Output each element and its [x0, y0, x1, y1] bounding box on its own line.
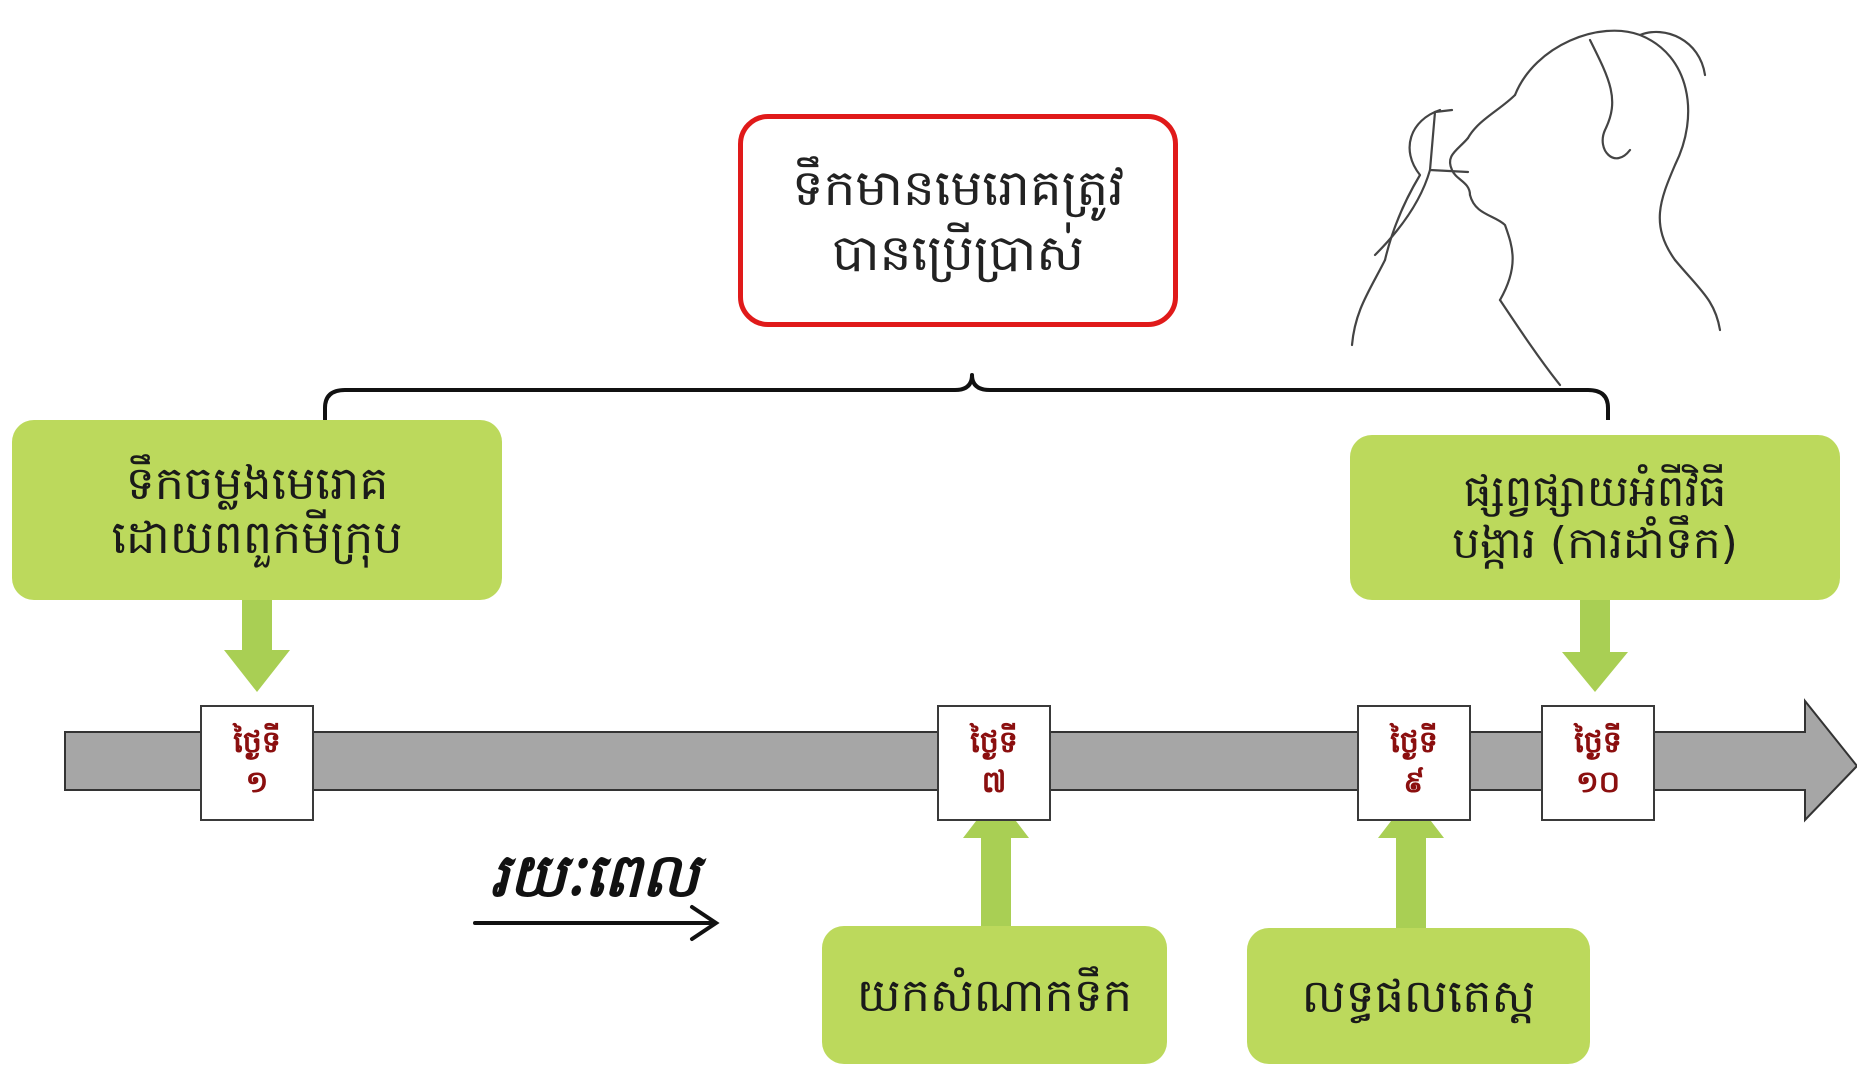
- day-7-number: ៧: [981, 765, 1007, 800]
- day-1-number: ១: [245, 765, 269, 800]
- day-marker-1: ថ្ងៃទី ១: [200, 705, 314, 821]
- prevention-advice-box: ផ្សព្វផ្សាយអំពីវិធី បង្ការ (ការដាំទឹក): [1350, 435, 1840, 600]
- day-7-label: ថ្ងៃទី: [970, 724, 1018, 760]
- arrow-down-day1: [224, 600, 290, 692]
- arrow-down-day10: [1562, 600, 1628, 692]
- day-marker-9: ថ្ងៃទី ៩: [1357, 705, 1471, 821]
- day-10-label: ថ្ងៃទី: [1574, 724, 1622, 760]
- day-9-number: ៩: [1403, 765, 1425, 800]
- results-label: លទ្ធផលតេស្ត: [1301, 968, 1536, 1023]
- red-box-line1: ទឹកមានមេរោគត្រូវ: [791, 158, 1125, 217]
- arrow-up-day7: [963, 795, 1029, 928]
- person-drinking-icon: [1350, 29, 1722, 387]
- red-box-line2: បានប្រើប្រាស់: [832, 223, 1084, 282]
- time-period-label: រយៈពេល: [490, 841, 699, 911]
- day-10-number: ១០: [1576, 765, 1620, 800]
- time-direction-arrow: [473, 905, 720, 941]
- contaminated-water-used-box: ទឹកមានមេរោគត្រូវ បានប្រើប្រាស់: [738, 114, 1178, 327]
- day-1-label: ថ្ងៃទី: [233, 724, 281, 760]
- contamination-line1: ទឹកចម្លងមេរោគ: [125, 455, 389, 510]
- advice-line1: ផ្សព្វផ្សាយអំពីវិធី: [1463, 465, 1727, 517]
- advice-line2: បង្ការ (ការដាំទឹក): [1452, 517, 1738, 569]
- day-marker-7: ថ្ងៃទី ៧: [937, 705, 1051, 821]
- contamination-line2: ដោយពពួកមីក្រុប: [111, 510, 403, 564]
- test-results-box: លទ្ធផលតេស្ត: [1247, 928, 1590, 1064]
- day-marker-10: ថ្ងៃទី ១០: [1541, 705, 1655, 821]
- water-sampling-box: យកសំណាកទឹក: [822, 926, 1167, 1064]
- sampling-label: យកសំណាកទឹក: [856, 967, 1133, 1022]
- period-brace: [323, 373, 1610, 420]
- contamination-box: ទឹកចម្លងមេរោគ ដោយពពួកមីក្រុប: [12, 420, 502, 600]
- day-9-label: ថ្ងៃទី: [1390, 724, 1438, 760]
